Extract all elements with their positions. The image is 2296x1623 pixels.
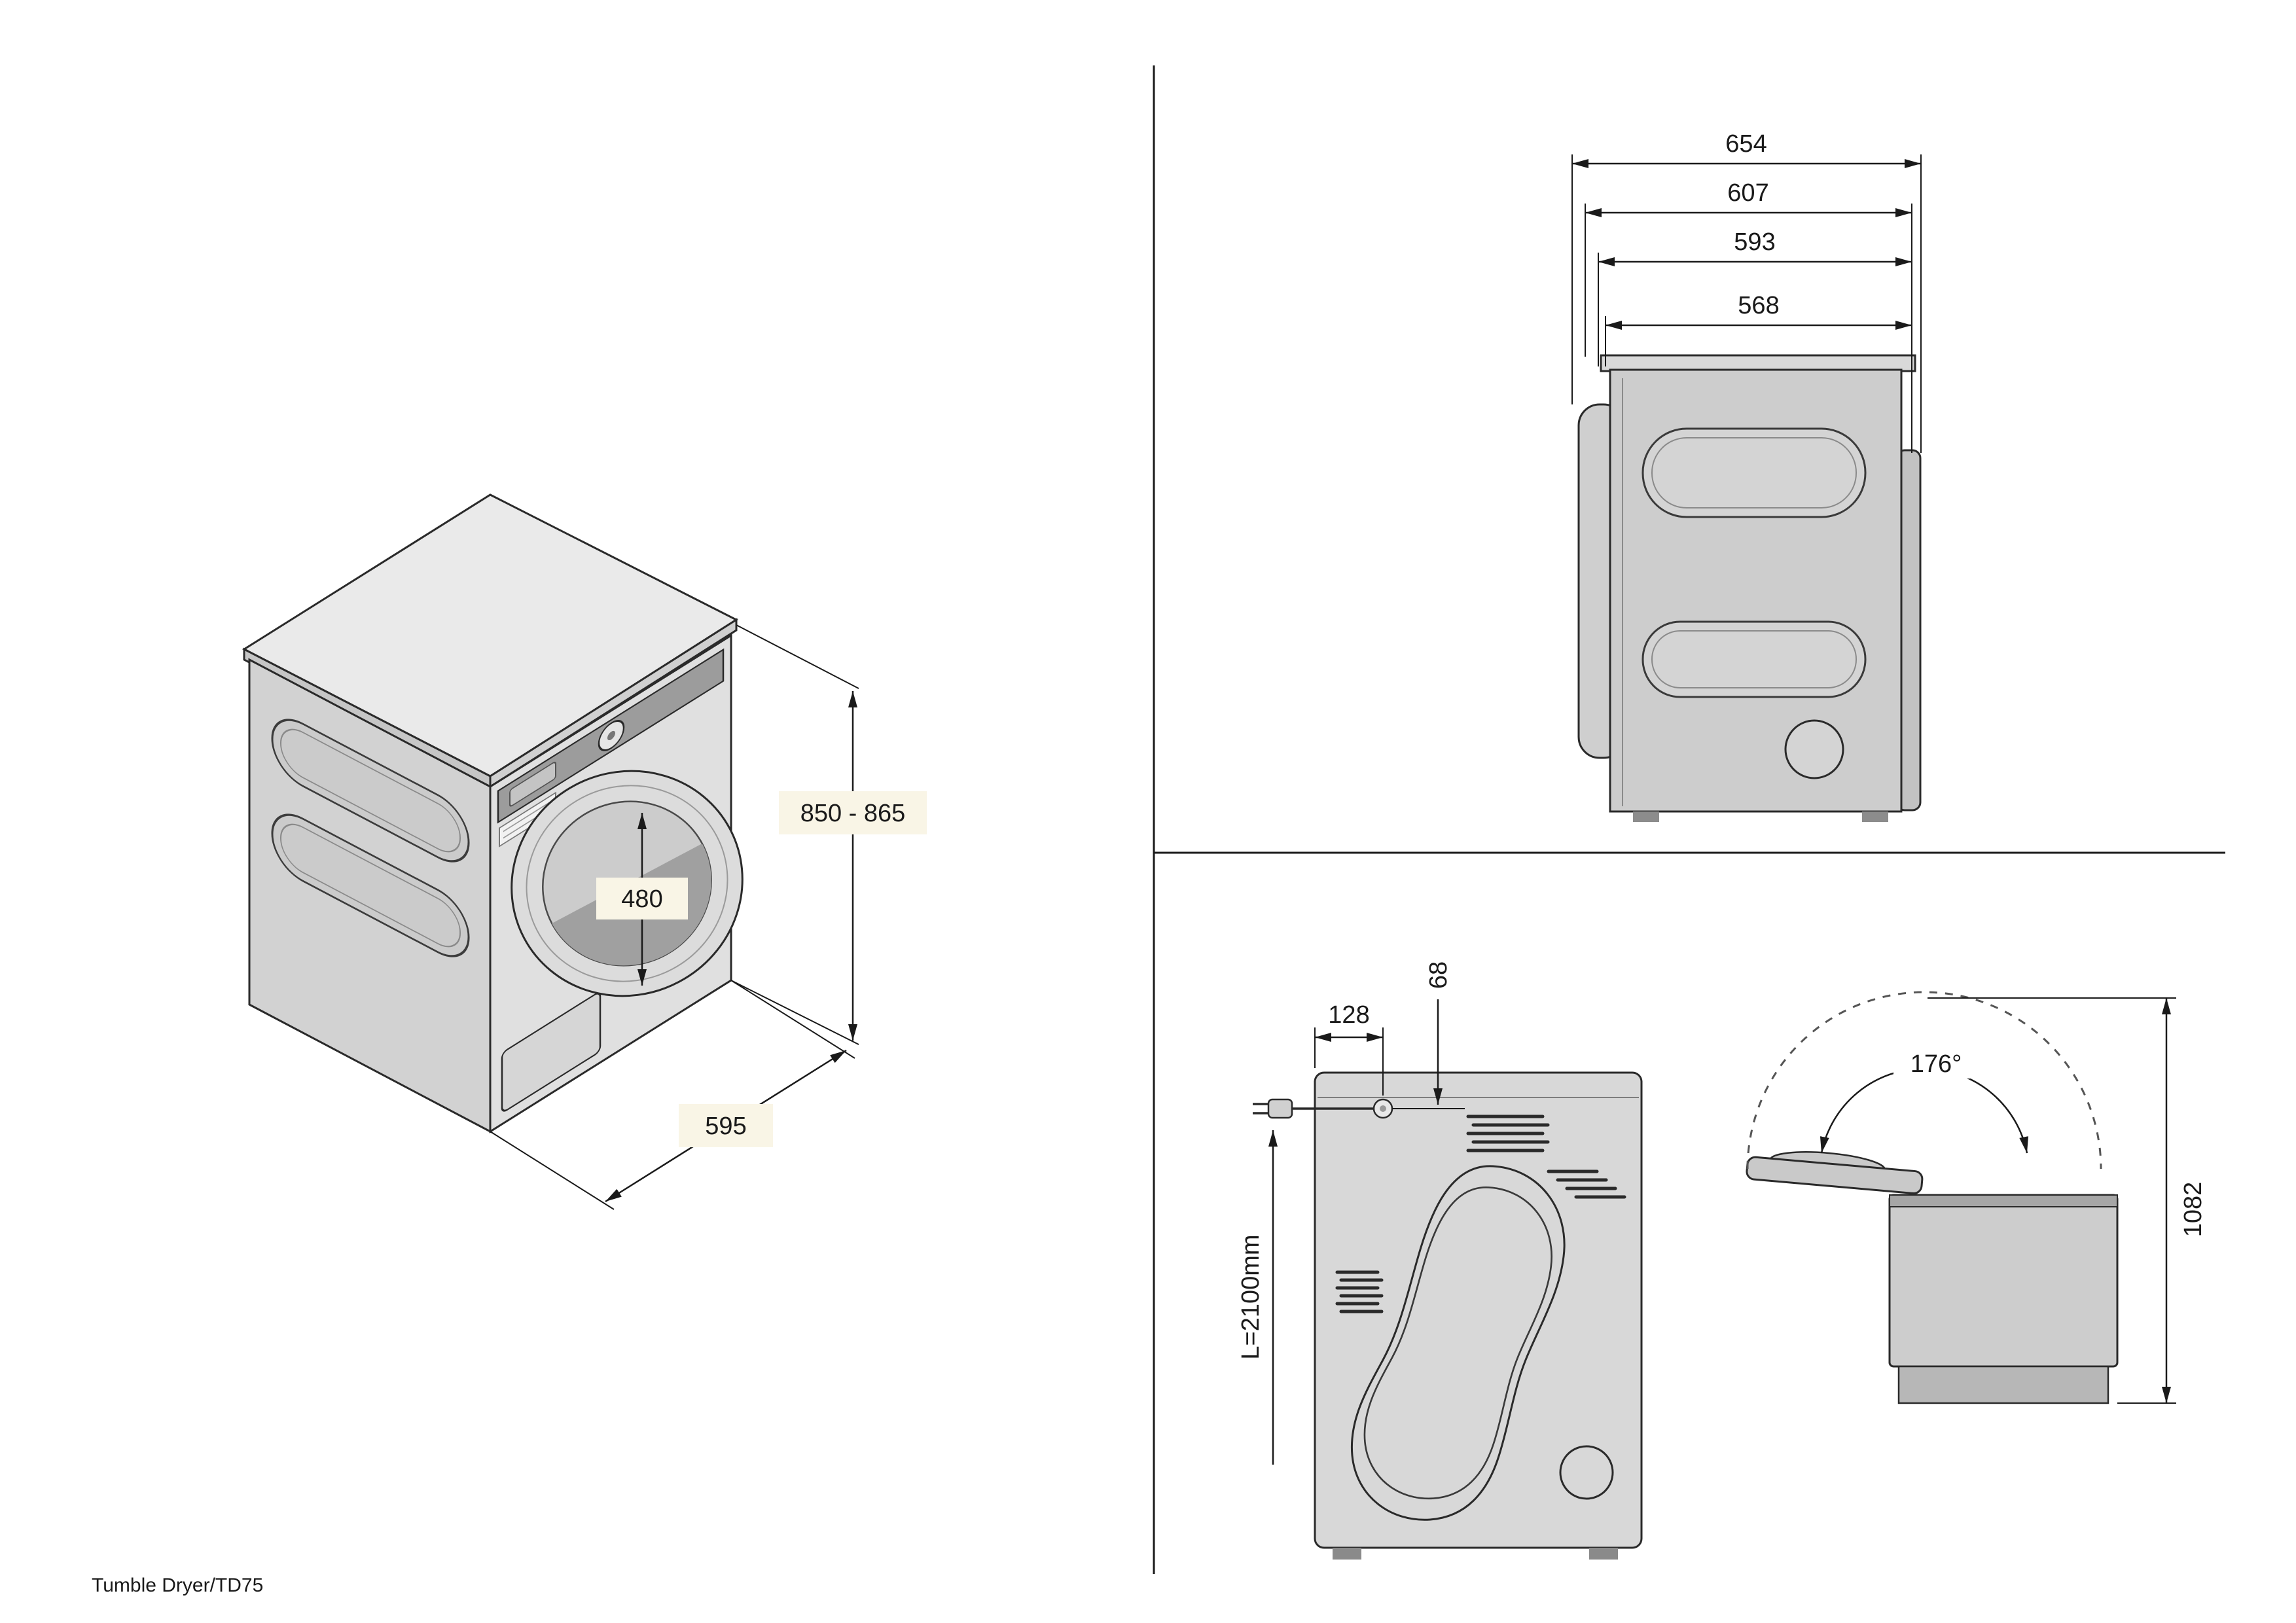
side-emboss-upper: [1641, 427, 1867, 518]
dim-height-ext-bottom: [730, 980, 859, 1045]
dim-1082-label: 1082: [2179, 1182, 2207, 1238]
open-angle-dashed-arc: [1746, 991, 2102, 1169]
dim-width-bg: [679, 1104, 773, 1147]
dim-593-label: 593: [1734, 228, 1775, 256]
dim-568-label: 568: [1738, 292, 1779, 319]
iso-door-seam: [526, 785, 728, 982]
rear-view: 128 68 L=2100mm: [1237, 961, 1643, 1560]
open-angle-arrow-arc: [1820, 1067, 2029, 1154]
dim-width: 595: [490, 980, 855, 1210]
side-top-lid: [1600, 354, 1916, 372]
side-foot-right: [1862, 812, 1888, 822]
dim-open-height: 1082: [1928, 997, 2207, 1404]
dim-654-label: 654: [1725, 130, 1767, 158]
iso-program-knob-dot: [607, 730, 615, 741]
dim-128-label: 128: [1328, 1001, 1369, 1029]
dim-cable-offset-y: 68: [1392, 961, 1465, 1109]
lid-open-view: 176° 1082: [1746, 991, 2207, 1404]
dim-depth-with-lid: 607: [1585, 179, 1912, 217]
iso-emboss-upper: [271, 719, 470, 863]
open-body: [1888, 1194, 2119, 1368]
side-emboss-lower: [1641, 620, 1867, 698]
iso-hinge-line-1: [503, 800, 552, 832]
iso-emboss-lower-inner: [280, 823, 461, 948]
open-body-base: [1897, 1365, 2109, 1404]
dim-cable-length-label: L=2100mm: [1237, 1234, 1265, 1359]
iso-display: [509, 761, 556, 807]
iso-emboss-lower: [271, 813, 470, 957]
rear-vent-right: [1547, 1169, 1626, 1199]
dim-height-label: 850 - 865: [800, 800, 906, 827]
dim-607-label: 607: [1727, 179, 1768, 207]
dim-height-ext-top: [736, 624, 859, 689]
dim-cable-offset-x: 128: [1314, 1001, 1384, 1096]
iso-emboss-upper-inner: [280, 728, 461, 853]
iso-filter-drawer: [501, 992, 601, 1112]
side-emboss-lower-inner: [1651, 630, 1857, 688]
side-emboss-upper-inner: [1651, 437, 1857, 508]
dim-68-label: 68: [1425, 961, 1452, 989]
rear-foot-right: [1589, 1548, 1618, 1560]
dim-width-label: 595: [705, 1113, 746, 1140]
isometric-view: 480 850 - 865 595: [242, 493, 927, 1210]
dim-cable-length: L=2100mm: [1237, 1130, 1278, 1465]
footer-model-label: Tumble Dryer/TD75: [92, 1575, 263, 1596]
dim-width-ext-left: [490, 1131, 615, 1210]
dim-width-ext-right: [730, 980, 855, 1059]
dim-depth-with-door: 593: [1598, 228, 1912, 266]
iso-side-embossings: [271, 719, 470, 957]
dim-depth-body: 568: [1605, 292, 1912, 330]
rear-cable-gland-dot: [1380, 1105, 1386, 1112]
side-view: 654 607 593 568: [1571, 130, 1922, 822]
iso-front-details: [497, 648, 725, 1112]
side-foot-left: [1633, 812, 1659, 822]
rear-drain-cap: [1559, 1445, 1614, 1500]
rear-foot-left: [1333, 1548, 1361, 1560]
iso-lid-edge-front: [489, 618, 738, 789]
dim-door-diameter: 480: [596, 813, 688, 986]
power-plug-icon: [1267, 1098, 1293, 1119]
open-body-rim: [1889, 1194, 2118, 1207]
dim-height: 850 - 865: [730, 624, 927, 1045]
rear-vent-top-right: [1466, 1115, 1550, 1152]
dim-depth-overall: 654: [1572, 130, 1921, 168]
rear-vent-left: [1335, 1270, 1384, 1313]
quadrant-dividers: [1153, 65, 2225, 1574]
iso-door-glass-shade: [552, 843, 740, 995]
dim-door-diameter-bg: [596, 878, 688, 919]
dim-door-diameter-label: 480: [621, 885, 662, 913]
open-lid: [1746, 1151, 1924, 1194]
dim-angle-label: 176°: [1910, 1050, 1962, 1078]
open-angle-label-bg: [1893, 1046, 1980, 1079]
dim-height-bg: [779, 791, 927, 834]
side-pump-cap: [1784, 719, 1844, 779]
